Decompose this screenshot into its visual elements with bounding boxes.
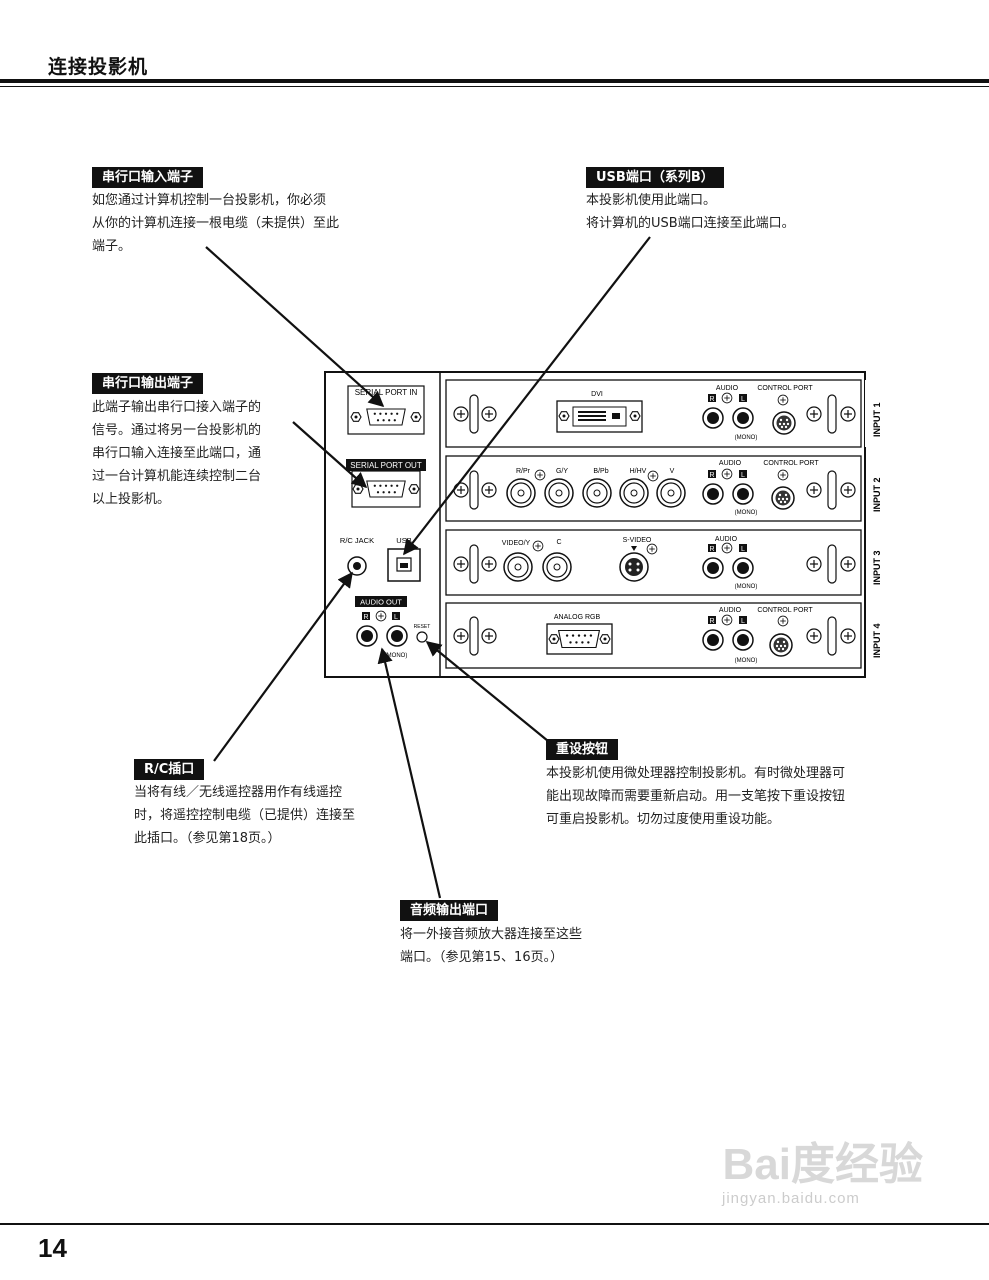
- serial-out-nut-l: [352, 484, 364, 494]
- audio-out-tag: [355, 596, 407, 607]
- audio-out-r: [356, 625, 378, 647]
- footer-rule: [0, 1223, 989, 1225]
- usb-desc: 本投影机使用此端口。将计算机的USB端口连接至此端口。: [586, 193, 795, 231]
- audio-out-label: 音频输出端口: [400, 900, 499, 921]
- svg-text:R: R: [709, 618, 714, 625]
- svg-text:ANALOG RGB: ANALOG RGB: [554, 614, 601, 621]
- svg-text:AUDIO: AUDIO: [715, 536, 738, 543]
- svg-text:L: L: [741, 472, 745, 479]
- svg-text:DVI: DVI: [591, 391, 603, 398]
- svg-text:R/Pr: R/Pr: [516, 468, 531, 475]
- svg-text:S-VIDEO: S-VIDEO: [623, 537, 652, 544]
- input4-name: INPUT 4: [872, 623, 882, 658]
- svg-text:AUDIO: AUDIO: [719, 460, 742, 467]
- page-title: 连接投影机: [48, 56, 149, 78]
- svg-text:G/Y: G/Y: [556, 468, 568, 475]
- input3-name: INPUT 3: [872, 550, 882, 585]
- arrow-rc: [213, 571, 353, 762]
- serial-in-nut-l: [350, 412, 362, 422]
- serial-out-nut-r: [408, 484, 420, 494]
- arrow-serial-in: [205, 246, 385, 408]
- svg-text:(MONO): (MONO): [735, 584, 758, 590]
- svg-text:(MONO): (MONO): [735, 510, 758, 516]
- reset-desc: 本投影机使用微处理器控制投影机。有时微处理器可能出现故障而需要重新启动。用一支笔…: [546, 766, 846, 827]
- rc-label: R/C插口: [134, 759, 205, 780]
- serial-out-desc: 此端子输出串行口接入端子的信号。通过将另一台投影机的串行口输入连接至此端口，通过…: [92, 400, 262, 507]
- audio-out-text: AUDIO OUT: [360, 598, 402, 607]
- serial-out-label: 串行口输出端子: [92, 373, 204, 394]
- svg-text:CONTROL PORT: CONTROL PORT: [757, 385, 813, 392]
- reset-label: 重设按钮: [546, 739, 619, 760]
- serial-out-text: SERIAL PORT OUT: [350, 461, 422, 470]
- input1-module: [445, 379, 862, 448]
- arrow-reset: [425, 641, 549, 742]
- svg-text:C: C: [556, 539, 561, 546]
- svg-text:L: L: [741, 546, 745, 553]
- svg-text:H/HV: H/HV: [630, 468, 647, 475]
- svg-text:(MONO): (MONO): [735, 658, 758, 664]
- serial-in-label: 串行口输入端子: [92, 167, 204, 188]
- input2-name: INPUT 2: [872, 477, 882, 512]
- reset-text: RESET: [414, 624, 431, 630]
- svg-text:R: R: [709, 396, 714, 403]
- serial-in-desc: 如您通过计算机控制一台投影机，你必须从你的计算机连接一根电缆（未提供）至此端子。: [92, 193, 340, 254]
- header-rule-thin: [0, 86, 989, 87]
- serial-out-tag: [346, 459, 426, 471]
- arrow-serial-out: [292, 421, 368, 489]
- svg-text:R: R: [709, 472, 714, 479]
- input4-module: [445, 602, 862, 669]
- page-number: 14: [38, 1233, 67, 1263]
- svg-text:R: R: [709, 546, 714, 553]
- arrow-usb: [403, 236, 651, 556]
- svg-text:R: R: [363, 614, 368, 621]
- rc-jack-text: R/C JACK: [340, 536, 374, 545]
- audio-out-l: [386, 625, 408, 647]
- svg-text:AUDIO: AUDIO: [716, 385, 739, 392]
- serial-in-nut-r: [410, 412, 422, 422]
- audio-out-mono: (MONO): [385, 653, 408, 659]
- serial-in-text: SERIAL PORT IN: [355, 388, 418, 397]
- svg-text:CONTROL PORT: CONTROL PORT: [757, 607, 813, 614]
- svg-text:(MONO): (MONO): [735, 435, 758, 441]
- rc-desc: 当将有线／无线遥控器用作有线遥控时，将遥控控制电缆（已提供）连接至此插口。（参见…: [134, 785, 356, 846]
- svg-text:CONTROL PORT: CONTROL PORT: [763, 460, 819, 467]
- svg-text:L: L: [741, 396, 745, 403]
- audio-out-desc: 将一外接音频放大器连接至这些端口。（参见第15、16页。）: [400, 927, 583, 965]
- watermark-logo: Bai度经验: [722, 1140, 923, 1189]
- header-rule: [0, 79, 989, 83]
- usb-label: USB端口（系列B）: [586, 167, 724, 188]
- usb-text: USB: [396, 536, 411, 545]
- svg-text:L: L: [394, 614, 398, 621]
- svg-text:L: L: [741, 618, 745, 625]
- serial-out-connector: [366, 480, 406, 498]
- svg-text:VIDEO/Y: VIDEO/Y: [502, 540, 531, 547]
- svg-text:B/Pb: B/Pb: [593, 468, 608, 475]
- input1-name: INPUT 1: [872, 402, 882, 437]
- reset-button: [416, 631, 428, 643]
- watermark-url: jingyan.baidu.com: [722, 1190, 860, 1207]
- arrow-audio-out: [377, 647, 442, 899]
- svg-text:V: V: [670, 468, 675, 475]
- svg-text:AUDIO: AUDIO: [719, 607, 742, 614]
- serial-in-connector: [366, 408, 406, 426]
